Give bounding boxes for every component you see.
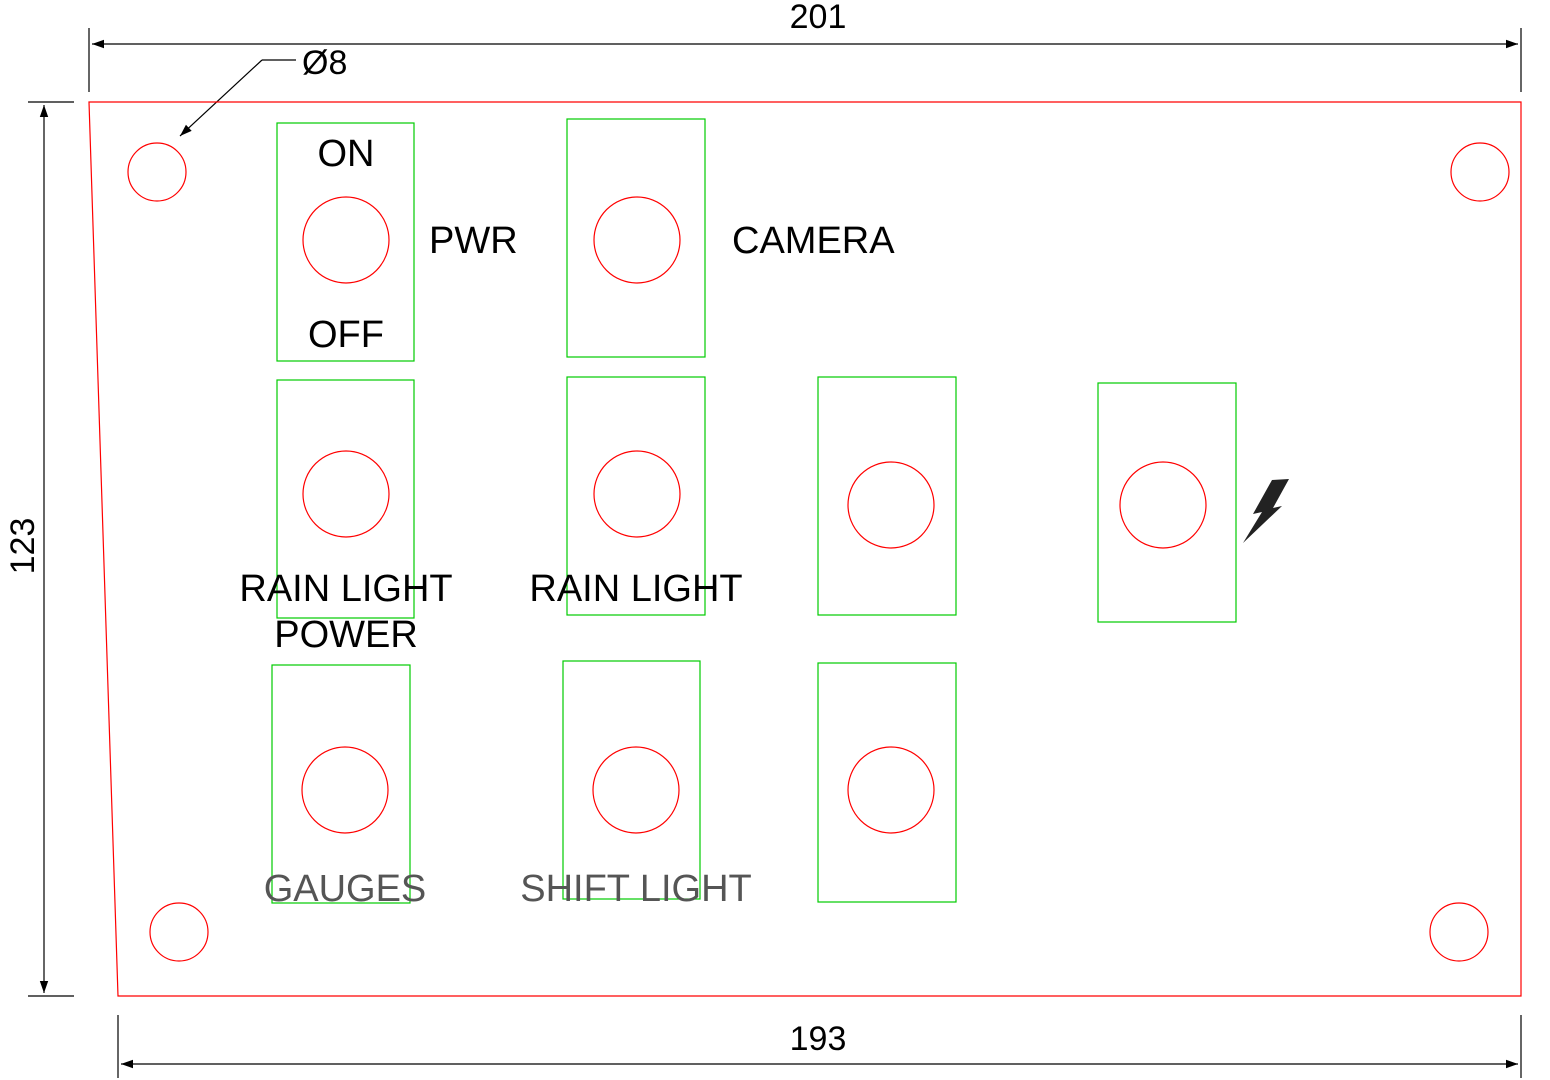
label-on: ON xyxy=(318,133,375,175)
label-camera: CAMERA xyxy=(732,220,895,262)
label-shift-light: SHIFT LIGHT xyxy=(520,868,752,910)
label-rain-light-power-line1: RAIN LIGHT xyxy=(239,568,452,610)
top-width-label: 201 xyxy=(790,0,847,36)
switch-shift-light xyxy=(562,660,701,900)
label-off: OFF xyxy=(308,314,384,356)
switch-hole xyxy=(302,196,390,284)
switch-cutout xyxy=(1097,382,1237,623)
label-rain-light: RAIN LIGHT xyxy=(529,568,742,610)
switch-cutout xyxy=(817,662,957,903)
bottom-width-label: 193 xyxy=(790,1020,847,1058)
switch-rain-light xyxy=(566,376,706,616)
switch-cutout xyxy=(271,664,411,904)
switch-cutout xyxy=(817,376,957,616)
height-label: 123 xyxy=(4,518,42,575)
switch-lightning xyxy=(1097,382,1237,623)
switch-unlabeled-row3-col3 xyxy=(817,662,957,903)
hole-diameter-callout: Ø8 xyxy=(179,44,347,137)
switch-hole xyxy=(301,746,389,834)
switch-unlabeled-row2-col3 xyxy=(817,376,957,616)
bottom-width-dimension: 193 xyxy=(117,1015,1522,1078)
switch-hole xyxy=(847,461,935,549)
switch-cutout xyxy=(566,376,706,616)
switch-cutout xyxy=(566,118,706,358)
mounting-hole-top-right xyxy=(1450,142,1510,202)
mounting-hole-bottom-left xyxy=(149,902,209,962)
switch-hole xyxy=(593,450,681,538)
switch-hole xyxy=(592,746,680,834)
label-rain-light-power-line2: POWER xyxy=(274,614,418,656)
mounting-hole-top-left xyxy=(127,142,187,202)
label-pwr: PWR xyxy=(429,220,518,262)
switch-pwr xyxy=(276,122,415,362)
label-gauges: GAUGES xyxy=(264,868,427,910)
top-width-dimension: 201 xyxy=(88,0,1522,92)
hole-diameter-label: Ø8 xyxy=(302,44,347,82)
switch-camera xyxy=(566,118,706,358)
panel-outline xyxy=(88,101,1522,997)
switch-cutout xyxy=(276,379,415,619)
switch-hole xyxy=(593,196,681,284)
switch-hole xyxy=(302,450,390,538)
lightning-bolt-icon xyxy=(1243,479,1289,543)
switch-cutout xyxy=(562,660,701,900)
mounting-hole-bottom-right xyxy=(1429,902,1489,962)
switch-gauges xyxy=(271,664,411,904)
switch-hole xyxy=(1119,461,1207,549)
switch-rain-light-power xyxy=(276,379,415,619)
switch-cutout xyxy=(276,122,415,362)
switch-hole xyxy=(847,746,935,834)
height-dimension: 123 xyxy=(4,101,74,997)
